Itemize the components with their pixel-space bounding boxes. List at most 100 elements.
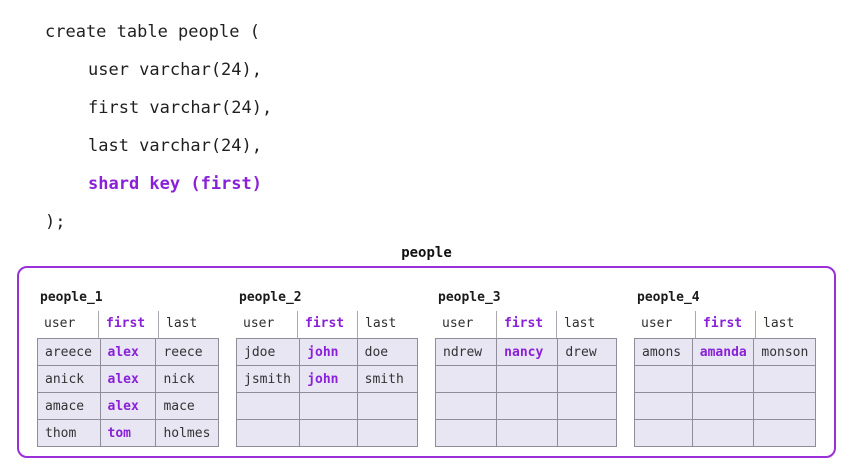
sql-code-block: create table people ( user varchar(24), … bbox=[45, 13, 272, 241]
table-row bbox=[434, 365, 617, 393]
cell-last bbox=[356, 392, 419, 420]
cell-user bbox=[634, 365, 693, 393]
cell-user: jsmith bbox=[235, 365, 301, 393]
cell-first: alex bbox=[99, 365, 157, 393]
cell-last bbox=[557, 365, 617, 393]
table-row bbox=[634, 419, 816, 447]
header-cell-last: last bbox=[556, 311, 616, 338]
shard-header: user first last bbox=[634, 311, 816, 338]
table-row: jsmith john smith bbox=[235, 365, 419, 393]
shard-people-2: people_2 user first last jdoe john doe j… bbox=[235, 290, 419, 456]
table-row: amons amanda monson bbox=[634, 338, 816, 366]
cell-first bbox=[496, 365, 559, 393]
cell-user: areece bbox=[37, 338, 101, 366]
header-cell-first: first bbox=[297, 311, 357, 338]
shard-people-3: people_3 user first last ndrew nancy dre… bbox=[434, 290, 617, 456]
cell-user: ndrew bbox=[434, 338, 498, 366]
code-line-user: user varchar(24), bbox=[88, 60, 262, 80]
table-row: amace alex mace bbox=[37, 392, 219, 420]
table-row: areece alex reece bbox=[37, 338, 219, 366]
code-line-create: create table people ( bbox=[45, 22, 260, 42]
cell-first: john bbox=[299, 338, 358, 366]
cell-last bbox=[753, 392, 816, 420]
code-line-first: first varchar(24), bbox=[88, 98, 273, 118]
cell-first: amanda bbox=[691, 338, 755, 366]
shard-body: jdoe john doe jsmith john smith bbox=[235, 338, 419, 447]
table-row: jdoe john doe bbox=[235, 338, 419, 366]
header-cell-first: first bbox=[496, 311, 556, 338]
cell-last: reece bbox=[155, 338, 219, 366]
table-row bbox=[434, 392, 617, 420]
table-row: anick alex nick bbox=[37, 365, 219, 393]
cell-user bbox=[434, 392, 498, 420]
header-cell-last: last bbox=[755, 311, 815, 338]
cell-first: alex bbox=[99, 338, 157, 366]
cell-user: amons bbox=[634, 338, 693, 366]
shard-label: people_1 bbox=[40, 290, 103, 305]
shard-body: ndrew nancy drew bbox=[434, 338, 617, 447]
header-cell-first: first bbox=[98, 311, 158, 338]
header-cell-user: user bbox=[442, 316, 474, 331]
header-cell-first: first bbox=[695, 311, 755, 338]
shards-container: people_1 user first last areece alex ree… bbox=[17, 266, 836, 458]
cell-user bbox=[235, 392, 301, 420]
shard-people-4: people_4 user first last amons amanda mo… bbox=[634, 290, 816, 456]
header-cell-user: user bbox=[243, 316, 275, 331]
cell-last: monson bbox=[753, 338, 816, 366]
cell-first: nancy bbox=[496, 338, 559, 366]
shard-header: user first last bbox=[37, 311, 219, 338]
cell-last bbox=[753, 365, 816, 393]
cell-first: john bbox=[299, 365, 358, 393]
header-cell-last: last bbox=[158, 311, 218, 338]
table-row bbox=[634, 392, 816, 420]
table-row bbox=[235, 392, 419, 420]
cell-first bbox=[496, 419, 559, 447]
cell-user bbox=[434, 365, 498, 393]
cell-first bbox=[299, 392, 358, 420]
cell-last bbox=[356, 419, 419, 447]
cell-user bbox=[434, 419, 498, 447]
table-row: ndrew nancy drew bbox=[434, 338, 617, 366]
shard-label: people_3 bbox=[438, 290, 501, 305]
cell-last: doe bbox=[356, 338, 419, 366]
cell-user: amace bbox=[37, 392, 101, 420]
cell-last: mace bbox=[155, 392, 219, 420]
cell-last: smith bbox=[356, 365, 419, 393]
cell-last bbox=[557, 419, 617, 447]
cell-first bbox=[691, 365, 755, 393]
cell-first: alex bbox=[99, 392, 157, 420]
shard-people-1: people_1 user first last areece alex ree… bbox=[37, 290, 219, 456]
shard-body: amons amanda monson bbox=[634, 338, 816, 447]
diagram-title: people bbox=[401, 245, 452, 261]
code-line-last: last varchar(24), bbox=[88, 136, 262, 156]
cell-user: thom bbox=[37, 419, 101, 447]
cell-user bbox=[634, 419, 693, 447]
cell-last: nick bbox=[155, 365, 219, 393]
table-row bbox=[235, 419, 419, 447]
table-row bbox=[634, 365, 816, 393]
code-line-close: ); bbox=[45, 212, 66, 232]
cell-user: anick bbox=[37, 365, 101, 393]
cell-first bbox=[299, 419, 358, 447]
cell-last: drew bbox=[557, 338, 617, 366]
cell-user bbox=[634, 392, 693, 420]
cell-last: holmes bbox=[155, 419, 219, 447]
header-cell-user: user bbox=[44, 316, 76, 331]
cell-first: tom bbox=[99, 419, 157, 447]
shard-label: people_4 bbox=[637, 290, 700, 305]
shard-header: user first last bbox=[435, 311, 617, 338]
table-row: thom tom holmes bbox=[37, 419, 219, 447]
cell-last bbox=[753, 419, 816, 447]
cell-first bbox=[691, 419, 755, 447]
shard-label: people_2 bbox=[239, 290, 302, 305]
cell-first bbox=[691, 392, 755, 420]
cell-user: jdoe bbox=[235, 338, 301, 366]
code-line-shard-key: shard key (first) bbox=[88, 174, 262, 194]
cell-user bbox=[235, 419, 301, 447]
table-row bbox=[434, 419, 617, 447]
header-cell-user: user bbox=[641, 316, 673, 331]
shard-header: user first last bbox=[236, 311, 418, 338]
shard-body: areece alex reece anick alex nick amace … bbox=[37, 338, 219, 447]
header-cell-last: last bbox=[357, 311, 417, 338]
